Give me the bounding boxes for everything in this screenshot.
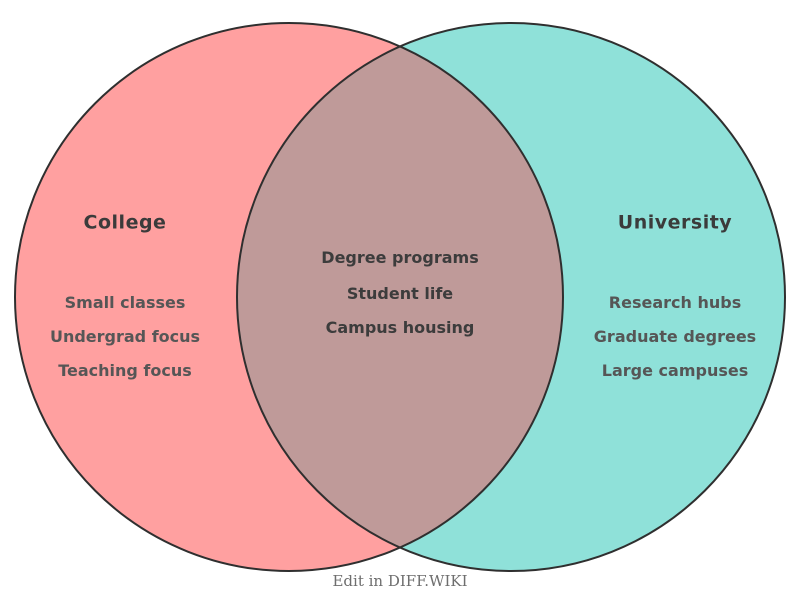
right-item: Graduate degrees <box>593 327 757 346</box>
right-item: Large campuses <box>601 361 749 380</box>
right-item: Research hubs <box>608 293 742 312</box>
edit-in-diffwiki-link[interactable]: Edit in DIFF.WIKI <box>332 572 468 590</box>
university-circle-outline <box>236 22 786 572</box>
intersection-item: Degree programs <box>321 248 479 267</box>
intersection-item: Student life <box>346 284 454 303</box>
college-circle-outline <box>14 22 564 572</box>
left-item: Teaching focus <box>58 361 192 380</box>
left-item: Small classes <box>64 293 186 312</box>
right-set-title: University <box>617 211 733 234</box>
left-set-title: College <box>83 211 167 234</box>
left-item: Undergrad focus <box>49 327 201 346</box>
intersection-item: Campus housing <box>325 318 475 337</box>
intersection-region <box>237 46 563 548</box>
